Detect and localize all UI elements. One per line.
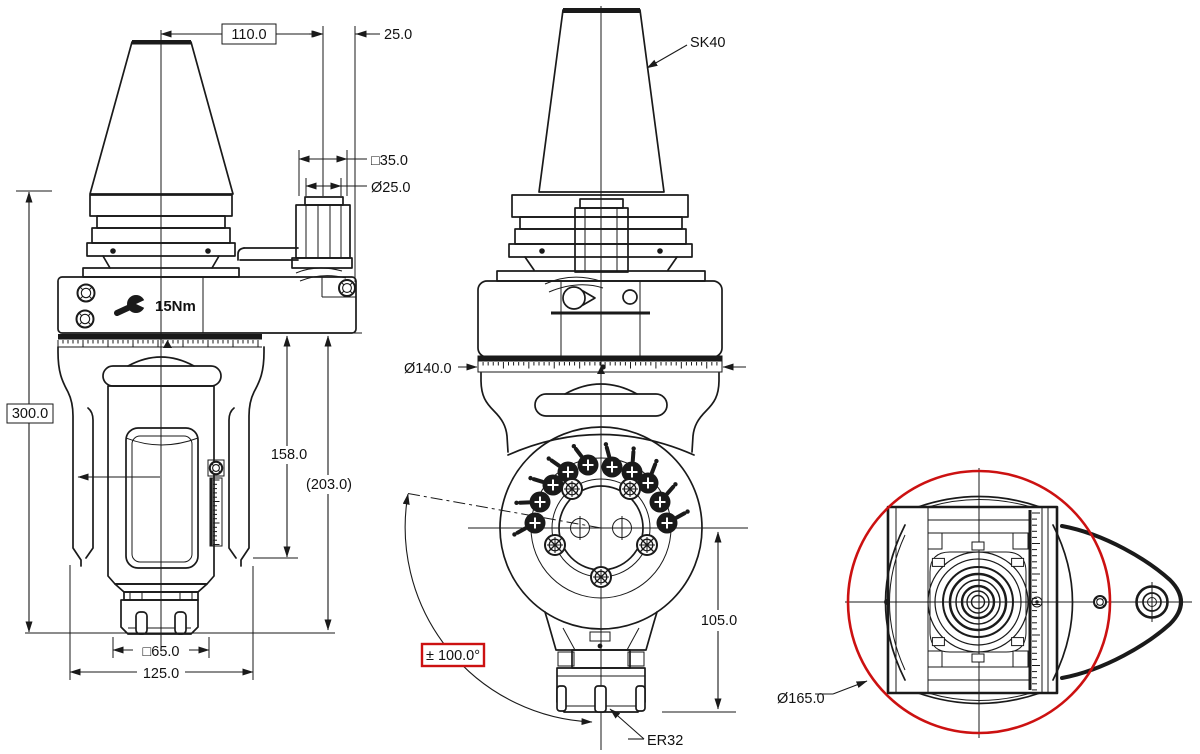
pin-hole — [622, 289, 638, 305]
dim-165-leader — [832, 680, 868, 695]
spindle-collet — [114, 583, 208, 635]
vernier-scale-detail — [1028, 510, 1040, 691]
keyhole-slot — [562, 286, 586, 310]
wrench-icon — [114, 295, 153, 316]
collet-label: ER32 — [647, 733, 683, 749]
spindle-boss-outline — [929, 551, 1027, 653]
index-hole-right — [610, 516, 634, 540]
detail-circle — [846, 469, 1112, 735]
dim-110-label: 110.0 — [231, 27, 266, 43]
front-view: ± 100.0° SK40 Ø140.0 105.0 ER32 — [402, 6, 748, 750]
dim-105-label: 105.0 — [701, 613, 737, 629]
dim-dia25-label: Ø25.0 — [371, 180, 411, 196]
dim-110-box — [221, 23, 277, 45]
swivel-range-label: ± 100.0° — [426, 648, 480, 664]
dim-203-label: (203.0) — [306, 477, 352, 493]
spindle-rings — [927, 551, 1029, 653]
v-flange — [82, 194, 240, 278]
swivel-range-box — [420, 642, 486, 668]
clamp-arm — [237, 196, 353, 282]
dim-300-label: 300.0 — [12, 406, 48, 422]
taper-label: SK40 — [690, 35, 725, 51]
detail-view: Ø165.0 — [777, 468, 1192, 738]
fork-yoke — [57, 346, 265, 567]
dim-sq65-label: □65.0 — [143, 644, 180, 660]
dimensions-side: 110.0 25.0 □35.0 Ø25.0 300.0 158.0 — [6, 23, 412, 682]
v-flange-front — [496, 194, 706, 293]
torque-arm-bracket — [1060, 524, 1183, 680]
dim-158-label: 158.0 — [271, 447, 307, 463]
graduation-ring — [477, 355, 723, 374]
dim-125-label: 125.0 — [143, 666, 179, 682]
drive-notches — [931, 541, 1025, 663]
body-block — [57, 276, 357, 334]
dim-140-label: Ø140.0 — [404, 361, 452, 377]
dim-25-label: 25.0 — [384, 27, 412, 43]
dim-300-box — [6, 403, 54, 424]
detail-body — [884, 495, 1074, 705]
dim-sq35-label: □35.0 — [371, 153, 408, 169]
side-view: 15Nm — [6, 23, 412, 682]
dim-165-label: Ø165.0 — [777, 691, 825, 707]
vernier-scale — [209, 477, 223, 547]
body-block-front — [477, 280, 723, 358]
dimensions-front: SK40 Ø140.0 105.0 ER32 — [404, 35, 746, 749]
swivel-head — [102, 356, 225, 585]
graduation-scale — [57, 332, 362, 348]
torque-note: 15Nm — [155, 298, 196, 315]
index-hole-left — [568, 516, 592, 540]
fork-front — [480, 372, 720, 456]
